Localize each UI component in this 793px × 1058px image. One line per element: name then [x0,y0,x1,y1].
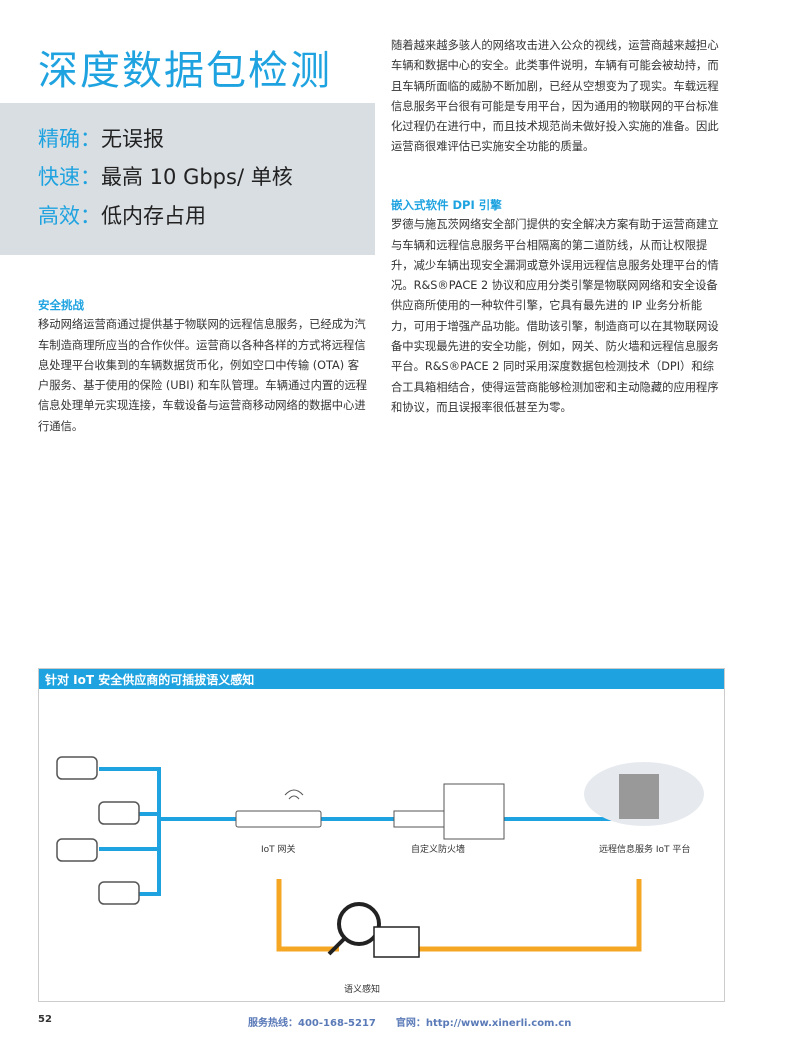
label-gateway: IoT 网关 [261,843,296,855]
intro-section: 随着越来越多骇人的网络攻击进入公众的视线，运营商越来越担心车辆和数据中心的安全。… [391,36,723,158]
firewall-icon [393,783,505,840]
security-heading: 安全挑战 [38,298,84,312]
dpi-section: 嵌入式软件 DPI 引擎 罗德与施瓦茨网络安全部门提供的安全解决方案有助于运营商… [391,195,723,418]
page-number: 52 [38,1014,52,1025]
highlight-speed: 快速：最高 10 Gbps/ 单核 [38,165,293,189]
diagram-svg: IoT 网关 自定义防火墙 远程信息服务 IoT 平台 语义感知 [56,756,704,995]
dpi-heading: 嵌入式软件 DPI 引擎 [391,198,502,212]
diagram-title: 针对 IoT 安全供应商的可插拔语义感知 [39,669,724,689]
highlight-efficiency: 高效：低内存占用 [38,204,206,228]
gateway-icon [235,789,322,828]
semantic-lines [276,879,642,952]
label-semantic: 语义感知 [344,983,380,995]
label-platform: 远程信息服务 IoT 平台 [599,843,690,855]
label-firewall: 自定义防火墙 [411,843,465,855]
dpi-body: 罗德与施瓦茨网络安全部门提供的安全解决方案有助于运营商建立与车辆和远程信息服务平… [391,218,719,414]
cloud-icon [584,762,704,826]
security-body: 移动网络运营商通过提供基于物联网的远程信息服务，已经成为汽车制造商理所应当的合作… [38,318,368,433]
footer-contact: 服务热线：400-168-5217 官网：http://www.xinerli.… [248,1018,572,1029]
page-title: 深度数据包检测 [38,48,332,94]
highlights-box: 精确：无误报 快速：最高 10 Gbps/ 单核 高效：低内存占用 [0,103,375,255]
highlight-accuracy: 精确：无误报 [38,127,164,151]
magnifier-icon [327,902,420,958]
security-section: 安全挑战 移动网络运营商通过提供基于物联网的远程信息服务，已经成为汽车制造商理所… [38,295,370,437]
car-icons [56,756,140,905]
intro-body: 随着越来越多骇人的网络攻击进入公众的视线，运营商越来越担心车辆和数据中心的安全。… [391,39,719,154]
data-lines [99,767,619,896]
iot-diagram: 针对 IoT 安全供应商的可插拔语义感知 IoT 网关 自定义防火墙 远程信息服… [38,668,725,1002]
